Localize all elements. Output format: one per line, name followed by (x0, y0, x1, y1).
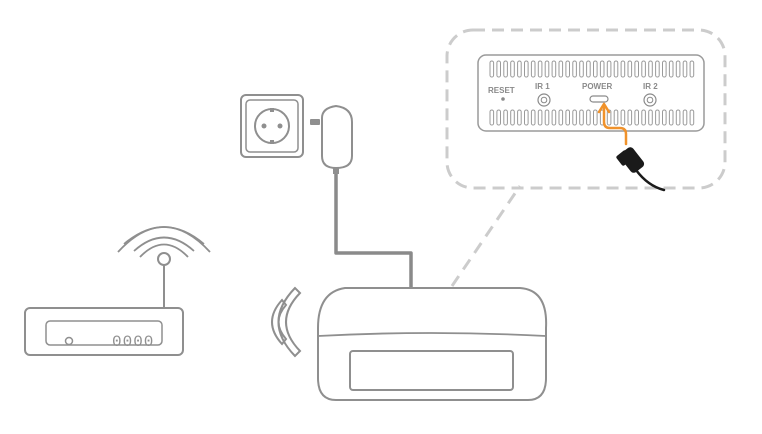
device-back-panel: RESET IR 1 POWER IR 2 (477, 54, 705, 132)
vent-slot (606, 60, 612, 78)
vent-slot (496, 60, 501, 78)
vent-slot (641, 109, 646, 126)
reset-hole[interactable] (501, 97, 505, 101)
vent-slot (565, 60, 571, 78)
vent-slot (489, 60, 495, 78)
vent-slot (517, 109, 522, 126)
vent-slot (524, 60, 529, 78)
vent-slot (689, 109, 695, 126)
vent-slot (565, 109, 571, 126)
vent-slot (620, 60, 626, 78)
zoom-callout-lines (450, 185, 522, 287)
vent-slot (572, 109, 577, 126)
vent-slot (537, 109, 543, 126)
vent-slots-top (489, 60, 695, 78)
vent-slot (579, 60, 584, 78)
vent-slot (593, 60, 598, 78)
hub-device-icon (317, 287, 548, 401)
vent-slot (524, 109, 529, 126)
power-port[interactable] (589, 95, 609, 103)
vent-slot (558, 60, 564, 78)
vent-slots-bottom (489, 109, 695, 126)
ir1-label: IR 1 (535, 82, 550, 91)
vent-slot (648, 109, 653, 126)
ir1-port[interactable] (537, 93, 551, 107)
vent-slot (530, 60, 536, 78)
vent-slot (627, 60, 633, 78)
wifi-router-icon: 0000 (24, 226, 211, 356)
vent-slot (634, 109, 640, 126)
vent-slot (517, 60, 522, 78)
vent-slot (620, 109, 626, 126)
usb-c-plug-icon (616, 147, 666, 192)
vent-slot (530, 109, 536, 126)
vent-slot (510, 109, 515, 126)
vent-slot (496, 109, 501, 126)
vent-slot (586, 60, 591, 78)
vent-slot (537, 60, 543, 78)
vent-slot (572, 60, 577, 78)
vent-slot (613, 60, 619, 78)
vent-slot (675, 109, 681, 126)
power-cable (334, 174, 413, 288)
vent-slot (544, 109, 550, 126)
router-port-row: 0000 (112, 333, 154, 351)
vent-slot (648, 60, 653, 78)
vent-slot (675, 60, 681, 78)
vent-slot (655, 109, 660, 126)
vent-slot (668, 109, 674, 126)
vent-slot (558, 109, 564, 126)
vent-slot (489, 109, 495, 126)
vent-slot (586, 109, 591, 126)
zoom-panel (445, 28, 727, 190)
vent-slot (544, 60, 550, 78)
vent-slot (634, 60, 640, 78)
ir2-label: IR 2 (643, 82, 658, 91)
vent-slot (503, 60, 508, 78)
vent-slot (662, 109, 667, 126)
vent-slot (551, 109, 557, 126)
vent-slot (579, 109, 584, 126)
vent-slot (641, 60, 646, 78)
vent-slot (503, 109, 508, 126)
vent-slot (593, 109, 598, 126)
power-label: POWER (582, 82, 612, 91)
vent-slot (682, 109, 688, 126)
vent-slot (662, 60, 667, 78)
ir2-port[interactable] (643, 93, 657, 107)
vent-slot (689, 60, 695, 78)
reset-label: RESET (488, 86, 515, 95)
power-adapter-icon (310, 104, 353, 174)
vent-slot (627, 109, 633, 126)
vent-slot (510, 60, 515, 78)
vent-slot (655, 60, 660, 78)
power-outlet-icon (240, 94, 304, 158)
vent-slot (613, 109, 619, 126)
insert-arrow-icon (597, 102, 628, 146)
vent-slot (682, 60, 688, 78)
wireless-signal-icon (271, 286, 302, 358)
vent-slot (551, 60, 557, 78)
vent-slot (668, 60, 674, 78)
vent-slot (599, 60, 605, 78)
